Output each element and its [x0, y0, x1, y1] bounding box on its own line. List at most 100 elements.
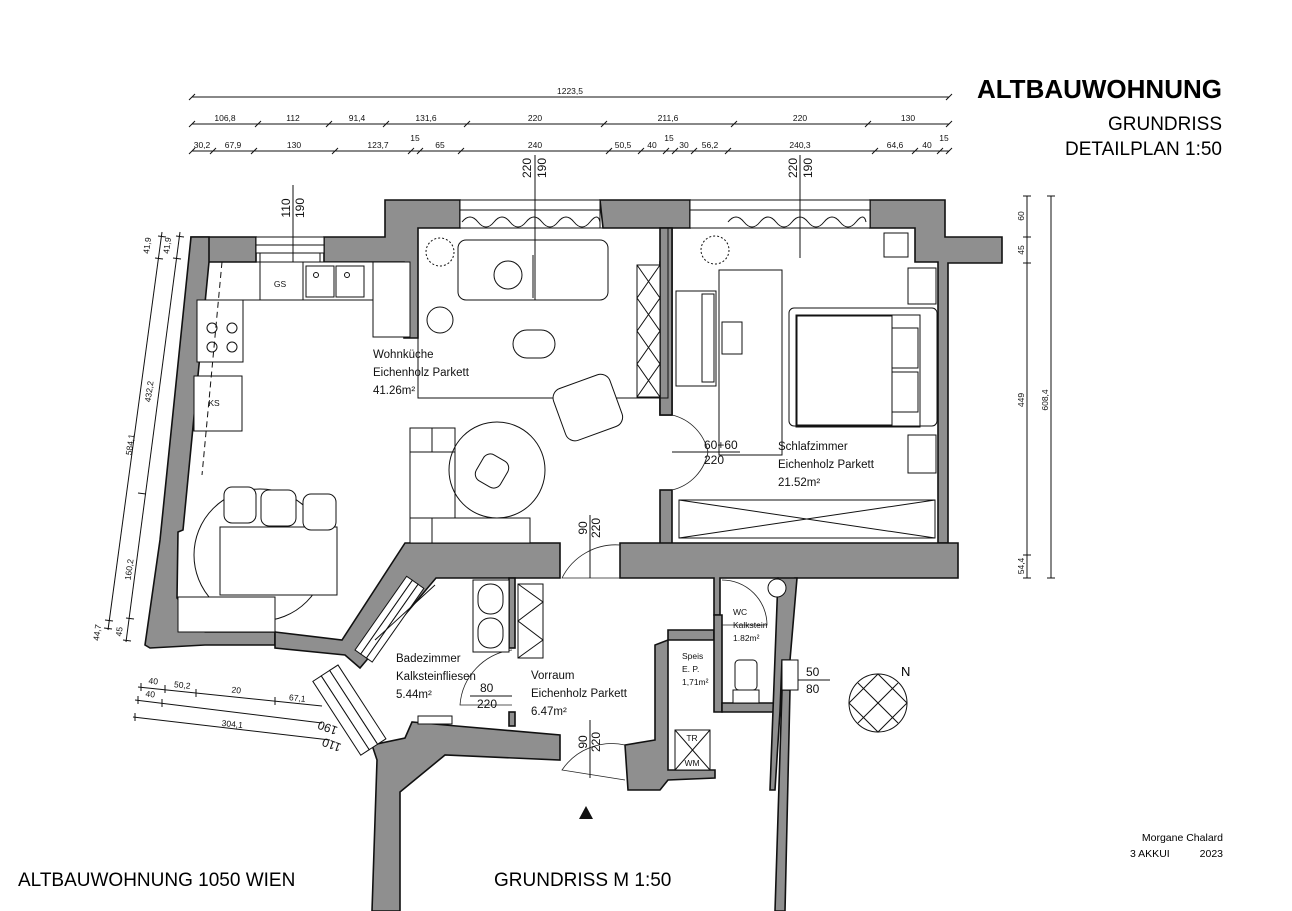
dimension-tick [457, 147, 465, 155]
top-dimension-chain: 1223,5 106,8 112 91,4 131,6 220 211,6 22… [188, 86, 953, 155]
dim-label: 190 [801, 158, 815, 178]
room-floor: Kalkstein [733, 620, 768, 630]
washer-label: WM [684, 758, 699, 768]
room-name: Vorraum [531, 670, 574, 682]
dimension-tick [730, 120, 738, 128]
room-floor: Eichenholz Parkett [531, 688, 628, 700]
room-area: 1,71m² [682, 677, 709, 687]
dim-label: 220 [793, 113, 807, 123]
dimension-tick [188, 120, 196, 128]
wet-rooms: TR WM [374, 578, 787, 771]
dim-label: 45 [113, 626, 124, 637]
dim-label: 130 [901, 113, 915, 123]
kitchen-furniture: GS KS [177, 261, 411, 633]
dim-label: 110 [279, 198, 293, 217]
dimension-tick [382, 120, 390, 128]
dishwasher-label: GS [274, 279, 287, 289]
room-label-speis: Speis E. P. 1,71m² [682, 651, 709, 687]
room-floor: Eichenholz Parkett [373, 367, 470, 379]
dim-label: 449 [1016, 393, 1026, 407]
dim-label: 211,6 [658, 113, 679, 123]
dimension-tick [463, 120, 471, 128]
plan-title: ALTBAUWOHNUNG [977, 74, 1222, 104]
dim-label: 50,2 [174, 679, 192, 691]
dim-label: 220 [477, 697, 497, 711]
dimension-tick [325, 120, 333, 128]
dim-label: 91,4 [349, 113, 366, 123]
dim-label: 56,2 [702, 140, 719, 150]
room-floor: Kalksteinfliesen [396, 671, 476, 683]
dim-label: 160,2 [123, 558, 136, 581]
dimension-tick [416, 147, 424, 155]
dimension-tick [864, 120, 872, 128]
dimension-tick [945, 147, 953, 155]
dim-label: 220 [786, 158, 800, 178]
dim-label: 608,4 [1040, 389, 1050, 411]
dim-label: 240,3 [789, 140, 811, 150]
dimension-tick [605, 147, 613, 155]
room-area: 5.44m² [396, 689, 432, 701]
dim-label: 54,4 [1016, 557, 1026, 574]
dim-label: 40 [647, 140, 657, 150]
room-area: 41.26m² [373, 385, 415, 397]
room-area: 1.82m² [733, 633, 760, 643]
dim-label: 20 [231, 685, 242, 696]
compass-label: N [901, 664, 910, 679]
dim-label: 45 [1016, 245, 1026, 255]
dim-label: 41,9 [161, 236, 173, 254]
dim-label: 30,2 [194, 140, 211, 150]
opening-dimensions: 110 190 220 190 220 190 90 220 90 220 60… [279, 155, 830, 778]
dim-label: 30 [679, 140, 689, 150]
dimension-tick [188, 93, 196, 101]
dimension-tick [250, 147, 258, 155]
room-floor: Eichenholz Parkett [778, 459, 875, 471]
dim-label: 64,6 [887, 140, 904, 150]
room-area: 6.47m² [531, 706, 567, 718]
dim-label: 304,1 [221, 718, 243, 730]
bedroom-furniture [675, 232, 938, 539]
dimension-tick [936, 147, 944, 155]
dim-label: 220 [589, 518, 603, 538]
dim-label: 44,7 [91, 623, 103, 641]
dim-label: 123,7 [367, 140, 389, 150]
dim-label: 40 [145, 689, 156, 700]
dim-label: 220 [704, 453, 724, 467]
dim-label: 190 [293, 198, 307, 218]
dimension-tick [188, 147, 196, 155]
dim-label: 50 [806, 665, 820, 679]
dim-label: 110 [320, 735, 343, 755]
entrance-arrow-icon [579, 806, 593, 819]
dim-label: 40 [148, 676, 159, 687]
dim-label: 80 [480, 681, 494, 695]
dim-label: 584,1 [124, 433, 137, 456]
dimension-tick [911, 147, 919, 155]
room-floor: E. P. [682, 664, 699, 674]
fridge-label: KS [208, 398, 220, 408]
living-furniture [409, 227, 669, 544]
plan-scale: DETAILPLAN 1:50 [1065, 139, 1222, 160]
dim-label: 67,1 [289, 692, 307, 704]
footer-project: ALTBAUWOHNUNG 1050 WIEN [18, 870, 295, 891]
dim-label: 112 [286, 113, 300, 123]
dim-label: 432,2 [143, 380, 156, 403]
dim-label: 41,9 [141, 236, 153, 254]
dimension-tick [662, 147, 670, 155]
room-label-badezimmer: Badezimmer Kalksteinfliesen 5.44m² [396, 653, 476, 701]
dim-label: 190 [535, 158, 549, 178]
room-area: 21.52m² [778, 477, 820, 489]
dim-label: 60 [1016, 211, 1026, 221]
room-name: Schlafzimmer [778, 441, 848, 453]
dimension-tick [671, 147, 679, 155]
dimension-tick [637, 147, 645, 155]
room-label-schlafzimmer: Schlafzimmer Eichenholz Parkett 21.52m² [778, 441, 875, 489]
dim-label: 50,5 [615, 140, 632, 150]
dimension-tick [724, 147, 732, 155]
dim-label: 65 [435, 140, 445, 150]
dryer-label: TR [686, 733, 697, 743]
footer-author: Morgane Chalard [1142, 832, 1223, 844]
room-name: Badezimmer [396, 653, 461, 665]
dimension-tick [871, 147, 879, 155]
compass-north-icon: N [848, 664, 910, 733]
dimension-tick [407, 147, 415, 155]
